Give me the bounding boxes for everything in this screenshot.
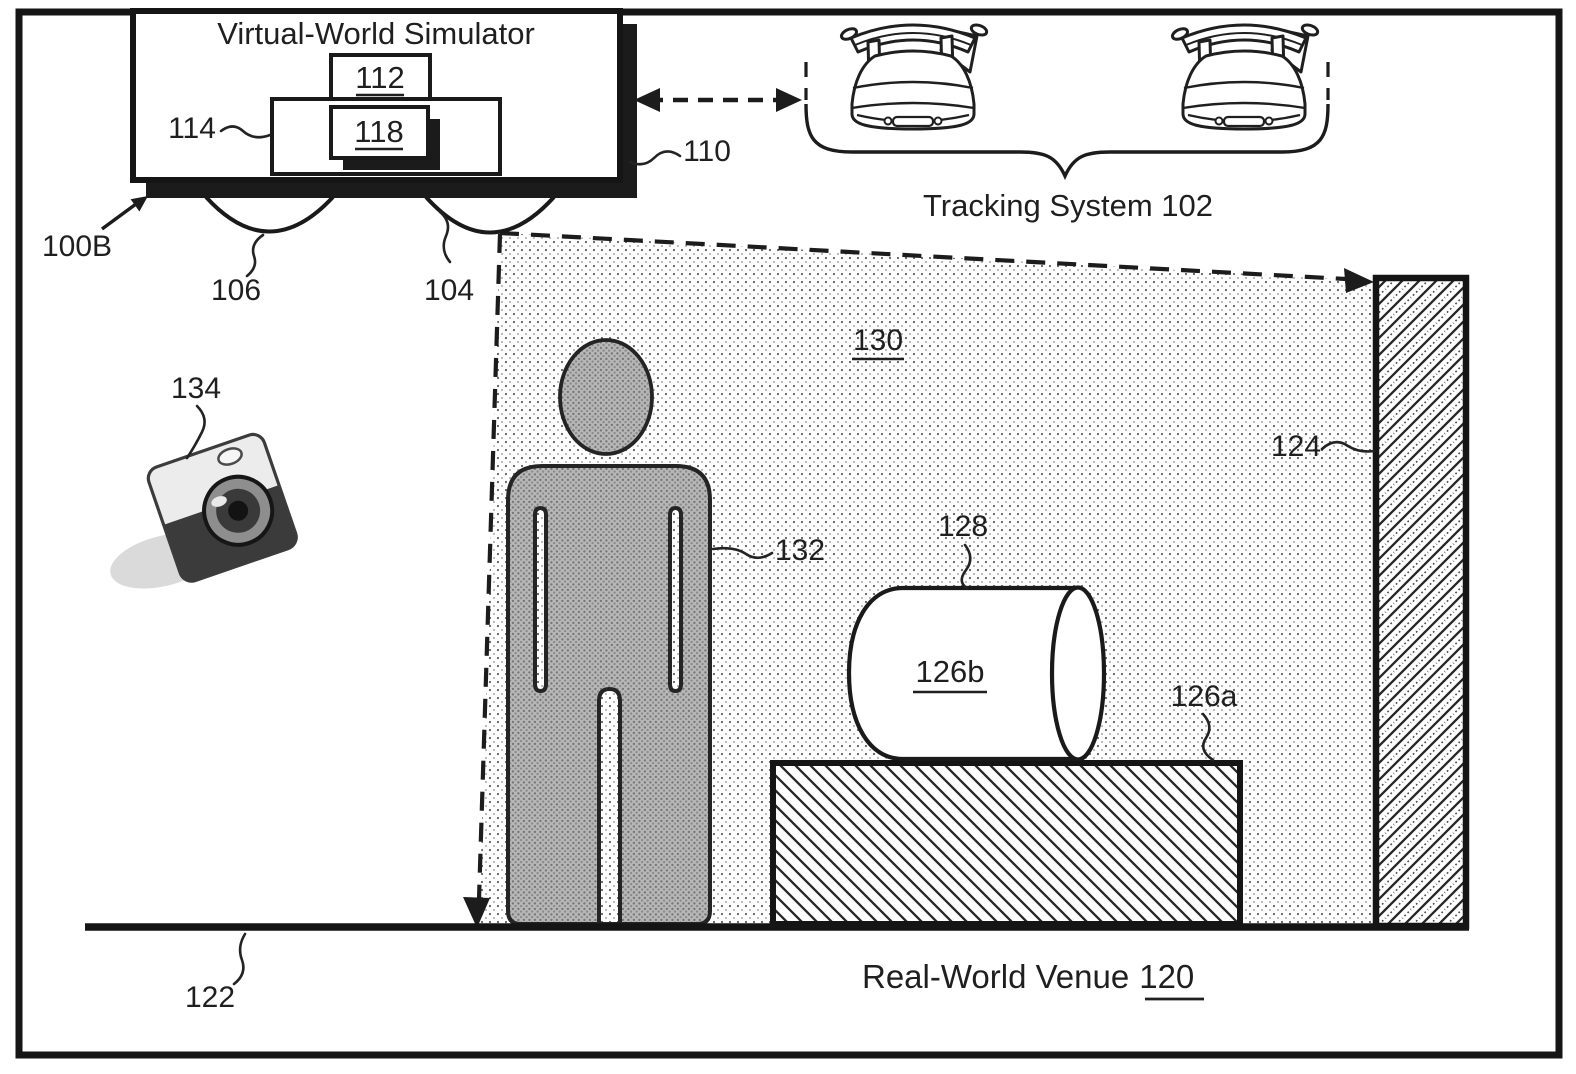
field-down-arrowhead xyxy=(463,897,490,928)
prop-cylinder: 126b xyxy=(846,585,1107,762)
tracking-brace xyxy=(804,103,1330,181)
floor-ref-label: 122 xyxy=(185,981,235,1014)
prop-pointer-ref-label: 128 xyxy=(938,510,988,543)
pedestal xyxy=(770,760,1243,927)
person xyxy=(506,338,712,926)
camera-lens-gleam xyxy=(211,496,227,507)
figure-border xyxy=(15,8,1563,1059)
left-lens-leader xyxy=(245,233,265,278)
simulator-shadow-bottom xyxy=(146,180,637,198)
projection-field-label: 130 xyxy=(853,324,903,357)
cylinder-body xyxy=(846,585,1081,762)
memory-ref-label: 114 xyxy=(168,112,216,145)
software-label: 118 xyxy=(354,114,403,149)
person-head xyxy=(558,338,654,456)
link-left-arrowhead xyxy=(634,88,660,112)
prop-pointer-leader xyxy=(960,543,972,590)
handheld-camera xyxy=(110,432,298,589)
simulator-title: Virtual-World Simulator xyxy=(217,16,535,51)
simulator-shadow-right xyxy=(620,24,637,198)
tracking-camera-right xyxy=(1169,21,1321,131)
figure-ref-arrowhead xyxy=(130,196,148,212)
wall-ref-label: 124 xyxy=(1271,430,1321,463)
projector-lens-right xyxy=(424,195,556,235)
tracking-camera-left xyxy=(838,21,990,131)
annotations: 100B 114 110 106 104 134 132 128 126a 12… xyxy=(42,112,1376,1014)
venue-caption: Real-World Venue 120 xyxy=(862,958,1194,995)
floor-leader xyxy=(232,932,247,986)
figure-ref-label: 100B xyxy=(42,230,112,263)
projector-lens-left xyxy=(204,195,335,234)
venue-caption-text: Real-World Venue xyxy=(862,958,1129,995)
field-right-arrowhead xyxy=(1344,268,1374,293)
camera-lens-center xyxy=(228,500,249,521)
wall xyxy=(1372,274,1470,930)
camera-ref-label: 134 xyxy=(171,372,221,405)
field-top-dashed-line xyxy=(499,230,1347,282)
person-leader xyxy=(711,546,774,560)
person-ref-label: 132 xyxy=(775,534,825,567)
tracking-system: Tracking System 102 xyxy=(804,21,1330,223)
tracking-caption: Tracking System 102 xyxy=(923,188,1213,223)
link-arrow xyxy=(634,88,802,112)
camera-leader xyxy=(185,404,206,460)
wall-leader xyxy=(1320,440,1376,453)
pedestal-leader xyxy=(1201,712,1215,762)
memory-leader xyxy=(219,125,272,139)
figure-ref-arrow-shaft xyxy=(100,202,138,231)
field-left-dashed-line xyxy=(476,233,503,900)
right-lens-ref-label: 104 xyxy=(424,274,474,307)
link-ref-label: 110 xyxy=(683,135,731,168)
link-right-arrowhead xyxy=(776,88,802,112)
cylinder-end xyxy=(1049,585,1107,762)
camera-viewfinder xyxy=(217,447,243,466)
processor-label: 112 xyxy=(355,60,404,95)
left-lens-ref-label: 106 xyxy=(211,274,261,307)
venue-ref-label: 120 xyxy=(1139,958,1194,995)
person-body xyxy=(506,464,712,926)
right-lens-leader xyxy=(438,210,452,264)
simulator: Virtual-World Simulator 112 118 xyxy=(130,8,637,235)
prop-label: 126b xyxy=(916,654,985,689)
pedestal-ref-label: 126a xyxy=(1171,680,1238,713)
link-leader xyxy=(628,150,682,166)
